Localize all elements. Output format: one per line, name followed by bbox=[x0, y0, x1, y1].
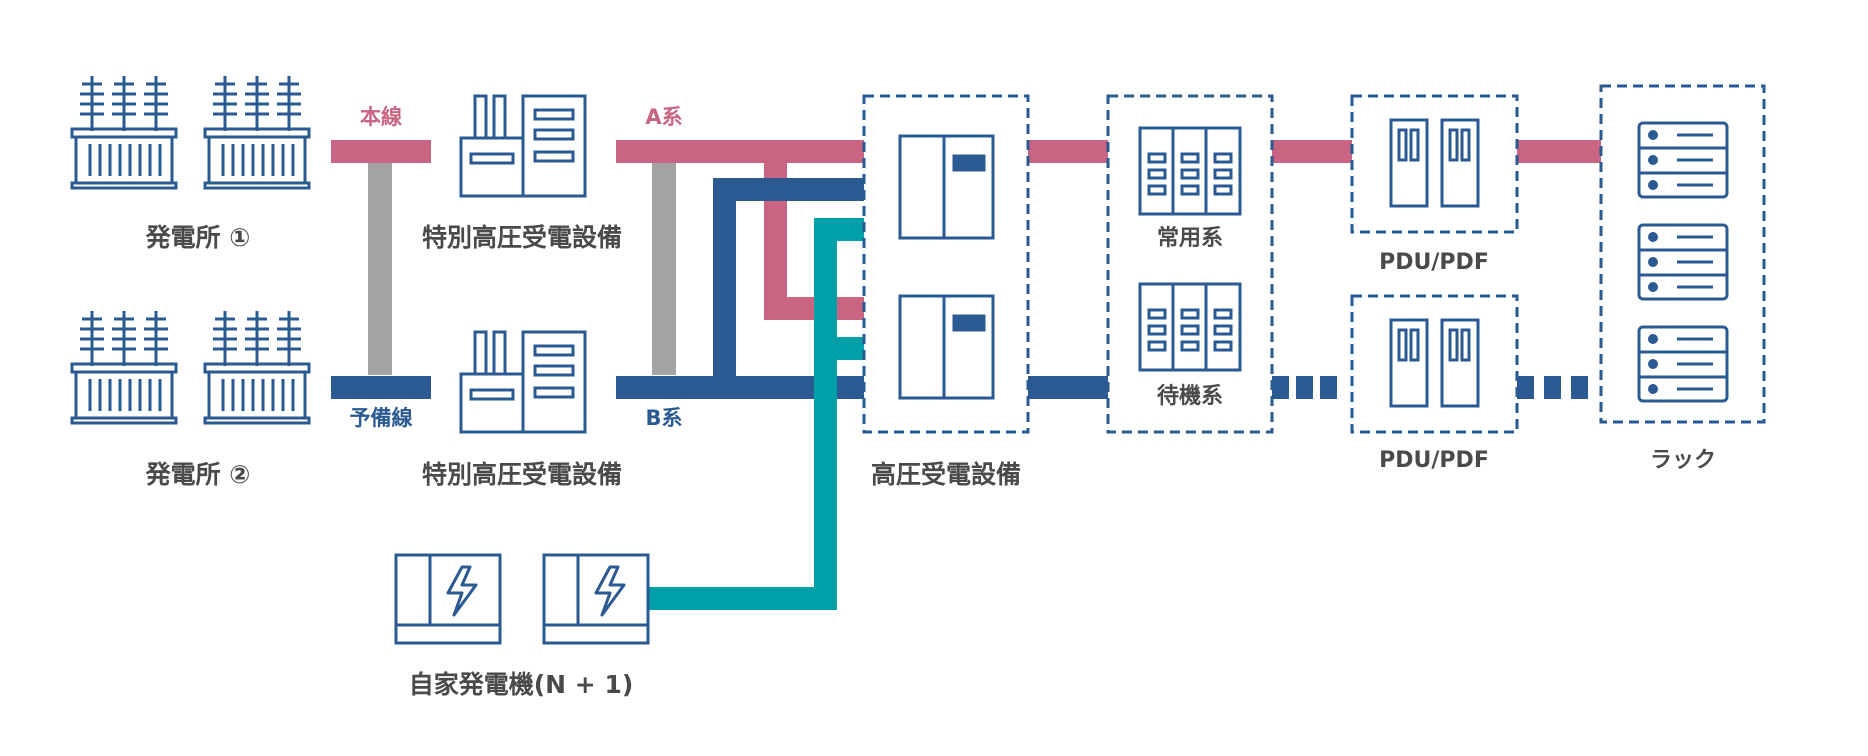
gen-line-horizontal bbox=[648, 587, 837, 610]
b-system-label: B系 bbox=[645, 406, 683, 430]
receiving-panel-icon bbox=[898, 134, 995, 240]
generator-icon bbox=[542, 553, 650, 645]
gen-branch-bottom bbox=[814, 337, 864, 360]
b-link-3c bbox=[1571, 376, 1588, 399]
b-link-3a bbox=[1517, 376, 1534, 399]
b-system-branch bbox=[713, 178, 864, 201]
extra-hv-label-1: 特別高圧受電設備 bbox=[421, 223, 623, 252]
main-line-left bbox=[331, 140, 431, 163]
receiving-panel-icon bbox=[898, 294, 995, 400]
pdu-box-bottom bbox=[1350, 294, 1519, 434]
server-icon bbox=[1637, 325, 1729, 403]
pdu-bottom-label: PDU/PDF bbox=[1379, 448, 1489, 473]
a-system-bus bbox=[616, 140, 864, 163]
extra-hv-label-2: 特別高圧受電設備 bbox=[421, 460, 623, 489]
a-system-label: A系 bbox=[645, 105, 683, 129]
plant-1-label: 発電所 ① bbox=[145, 223, 251, 252]
pdu-top-label: PDU/PDF bbox=[1379, 250, 1489, 275]
hv-equipment-label: 高圧受電設備 bbox=[870, 460, 1022, 489]
ups-cabinet-icon bbox=[1138, 282, 1242, 372]
server-icon bbox=[1637, 223, 1729, 301]
transformer-icon bbox=[70, 74, 178, 190]
a-link-2 bbox=[1272, 140, 1352, 163]
power-lines bbox=[331, 140, 1601, 610]
plant-2-label: 発電所 ② bbox=[145, 460, 251, 489]
b-link-2c bbox=[1320, 376, 1337, 399]
switchgear-icon bbox=[459, 94, 587, 198]
backup-line-left bbox=[331, 376, 431, 399]
normal-system-label: 常用系 bbox=[1156, 226, 1224, 251]
generator-icon bbox=[394, 553, 502, 645]
generator-label: 自家発電機(N + 1) bbox=[408, 670, 634, 699]
standby-system-label: 待機系 bbox=[1156, 384, 1224, 409]
pdu-box-top bbox=[1350, 94, 1519, 234]
transformer-icon bbox=[203, 309, 311, 425]
rack-label: ラック bbox=[1649, 448, 1717, 473]
b-link-3b bbox=[1544, 376, 1561, 399]
b-link-1 bbox=[1028, 376, 1108, 399]
tie-bar-left bbox=[368, 160, 392, 375]
b-link-2a bbox=[1272, 376, 1289, 399]
switchgear-icon bbox=[459, 330, 587, 434]
server-icon bbox=[1637, 121, 1729, 199]
gen-branch-top bbox=[814, 218, 864, 241]
a-link-3 bbox=[1517, 140, 1601, 163]
b-system-riser bbox=[713, 178, 736, 388]
transformer-icon bbox=[70, 309, 178, 425]
transformer-icon bbox=[203, 74, 311, 190]
backup-line-label: 予備線 bbox=[349, 406, 413, 430]
b-system-bus bbox=[616, 376, 864, 399]
a-link-1 bbox=[1028, 140, 1108, 163]
tie-bar-right bbox=[652, 160, 676, 375]
b-link-2b bbox=[1296, 376, 1313, 399]
ups-cabinet-icon bbox=[1138, 126, 1242, 216]
gen-line-vertical bbox=[814, 218, 837, 610]
main-line-label: 本線 bbox=[360, 105, 402, 129]
